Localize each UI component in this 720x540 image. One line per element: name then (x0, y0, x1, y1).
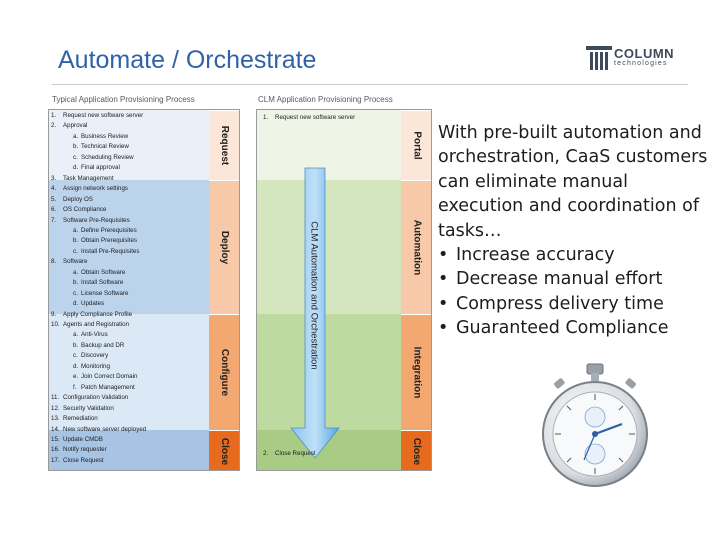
process-step: 9.Apply Compliance Profile (51, 311, 132, 319)
process-step: 13.Remediation (51, 415, 98, 423)
process-step: 2.Approval (51, 122, 87, 130)
clm-process-title: CLM Application Provisioning Process (258, 95, 393, 104)
column-logo-icon (586, 44, 612, 72)
process-step: 7.Software Pre-Requisites (51, 217, 130, 225)
process-step: 14.New software server deployed (51, 426, 146, 434)
process-step: 11.Configuration Validation (51, 394, 128, 402)
clm-process-panel: Portal Automation Integration Close CLM … (256, 109, 432, 471)
process-step: e.Join Correct Domain (73, 373, 137, 381)
process-step: 8.Software (51, 258, 87, 266)
process-step: 4.Assign network settings (51, 185, 128, 193)
benefits-intro: With pre-built automation and orchestrat… (438, 121, 708, 243)
stage-close: Close (209, 430, 240, 471)
bullet-item: •Decrease manual effort (438, 267, 708, 291)
bullet-item: •Increase accuracy (438, 243, 708, 267)
process-step: 17.Close Request (51, 457, 104, 465)
process-step: 10.Agents and Registration (51, 321, 129, 329)
process-step: a.Anti-Virus (73, 331, 108, 339)
process-step: 15.Update CMDB (51, 436, 103, 444)
logo-wordmark: COLUMN (614, 46, 674, 61)
process-step: b.Install Software (73, 279, 123, 287)
process-step: 5.Deploy OS (51, 196, 93, 204)
process-step: b.Technical Review (73, 143, 129, 151)
process-step: f.Patch Management (73, 384, 135, 392)
stage-integration: Integration (401, 314, 432, 430)
stage-portal: Portal (401, 110, 432, 180)
process-step: a.Define Prerequisites (73, 227, 137, 235)
clm-step-1: 1.Request new software server (263, 114, 355, 122)
process-step: b.Backup and DR (73, 342, 124, 350)
stage-automation: Automation (401, 180, 432, 314)
typical-process-panel: Request Deploy Configure Close 1.Request… (48, 109, 240, 471)
provisioning-diagram: Typical Application Provisioning Process… (48, 95, 432, 477)
process-step: d.Final approval (73, 164, 120, 172)
process-step: 1.Request new software server (51, 112, 143, 120)
clm-step-2: 2.Close Request (263, 450, 316, 458)
process-step: a.Business Review (73, 133, 128, 141)
down-arrow-icon (257, 110, 401, 471)
benefits-text: With pre-built automation and orchestrat… (438, 121, 708, 341)
process-step: d.Monitoring (73, 363, 110, 371)
process-step: c.Install Pre-Requisites (73, 248, 139, 256)
stopwatch-icon (540, 362, 650, 492)
logo-subtitle: technologies (614, 60, 668, 67)
process-step: a.Obtain Software (73, 269, 125, 277)
title-divider (52, 84, 688, 85)
bullet-item: •Guaranteed Compliance (438, 316, 708, 340)
bullet-item: •Compress delivery time (438, 292, 708, 316)
process-step: b.Obtain Prerequisites (73, 237, 137, 245)
process-step: d.Updates (73, 300, 104, 308)
process-step: 3.Task Management (51, 175, 114, 183)
process-step: c.Discovery (73, 352, 108, 360)
process-step: 6.OS Compliance (51, 206, 106, 214)
stage-clm-close: Close (401, 430, 432, 471)
company-logo: COLUMN technologies (586, 44, 696, 74)
process-step: 12.Security Validation (51, 405, 114, 413)
process-step: c.License Software (73, 290, 128, 298)
stage-configure: Configure (209, 314, 240, 430)
stage-deploy: Deploy (209, 180, 240, 314)
arrow-label: CLM Automation and Orchestration (309, 221, 320, 371)
typical-process-title: Typical Application Provisioning Process (52, 95, 195, 104)
stage-request: Request (209, 110, 240, 180)
process-step: 16.Notify requester (51, 446, 107, 454)
slide-title: Automate / Orchestrate (58, 46, 316, 75)
process-step: c.Scheduling Review (73, 154, 134, 162)
